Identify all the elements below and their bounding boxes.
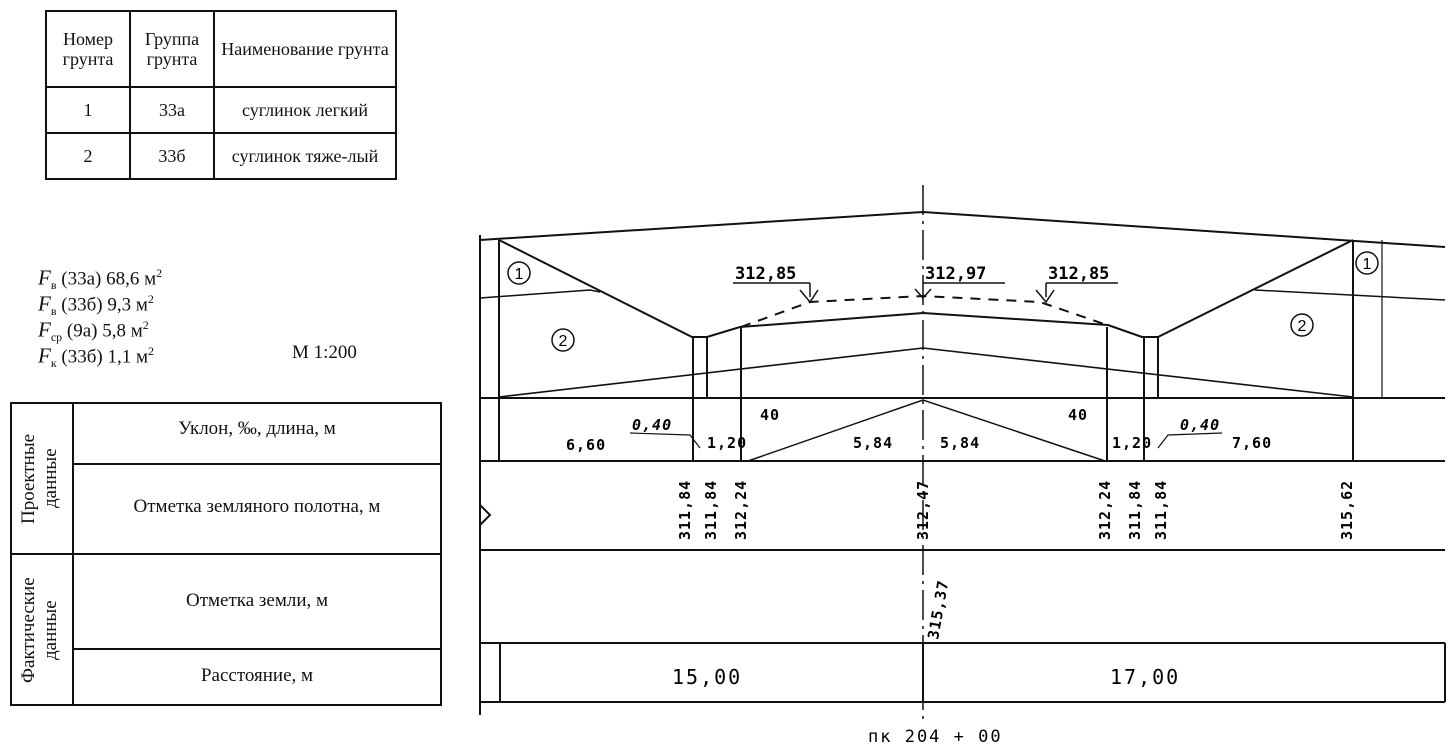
header-soil-name: Наименование грунта: [213, 10, 397, 88]
soil-table: Номер грунта Группа грунта Наименование …: [45, 10, 397, 180]
subgrade-mark: 311,84: [702, 480, 720, 540]
subgrade-mark: 311,84: [1126, 480, 1144, 540]
slope-right-shoulder: 1,20: [1112, 434, 1152, 452]
subgrade-mark: 312,47: [914, 480, 932, 540]
subgrade-mark: 311,84: [676, 480, 694, 540]
soil-marker-2: 2: [1298, 318, 1307, 335]
soil-group-cell: 33б: [129, 132, 215, 180]
soil-number-cell: 1: [45, 86, 131, 134]
scale-label: М 1:200: [292, 342, 357, 363]
distance-left: 15,00: [672, 665, 742, 689]
level-left: 312,85: [735, 264, 796, 284]
slope-right-value: 40: [1068, 406, 1088, 424]
slope-left-value: 40: [760, 406, 780, 424]
row-label-ground: Отметка земли, м: [185, 590, 329, 611]
soil-name-cell: суглинок легкий: [213, 86, 397, 134]
soil-marker-1: 1: [515, 266, 524, 283]
slope-left-half: 5,84: [853, 434, 893, 452]
soil-name-cell: суглинок тяже-лый: [213, 132, 397, 180]
subgrade-mark: 315,62: [1338, 480, 1356, 540]
subgrade-mark: 312,24: [732, 480, 750, 540]
volume-formula: Fк (33б) 1,1 м2: [38, 343, 155, 371]
subgrade-mark: 311,84: [1152, 480, 1170, 540]
distance-right: 17,00: [1110, 665, 1180, 689]
ground-mark: 315,37: [924, 578, 952, 640]
soil-marker-1: 1: [1363, 256, 1372, 273]
slope-right-outer: 7,60: [1232, 434, 1272, 452]
slope-left-shoulder: 1,20: [707, 434, 747, 452]
picket-label: пк 204 + 00: [868, 727, 1003, 747]
soil-marker-2: 2: [559, 333, 568, 350]
subgrade-mark: 312,24: [1096, 480, 1114, 540]
volume-formula: Fср (9а) 5,8 м2: [38, 317, 149, 345]
slope-right-half: 5,84: [940, 434, 980, 452]
slope-left-step: 0,40: [632, 416, 672, 434]
soil-number-cell: 2: [45, 132, 131, 180]
soil-group-cell: 33а: [129, 86, 215, 134]
header-soil-group: Группа грунта: [129, 10, 215, 88]
row-label-slope: Уклон, ‰, длина, м: [178, 418, 336, 439]
header-soil-number: Номер грунта: [45, 10, 131, 88]
slope-left-outer: 6,60: [566, 436, 606, 454]
row-label-distance: Расстояние, м: [200, 665, 314, 686]
level-center: 312,97: [925, 264, 986, 284]
slope-right-step: 0,40: [1180, 416, 1220, 434]
volume-formula: Fв (33б) 9,3 м2: [38, 291, 154, 319]
row-label-subgrade: Отметка земляного полотна, м: [133, 496, 381, 517]
level-right: 312,85: [1048, 264, 1109, 284]
volume-formula: Fв (33а) 68,6 м2: [38, 265, 163, 293]
